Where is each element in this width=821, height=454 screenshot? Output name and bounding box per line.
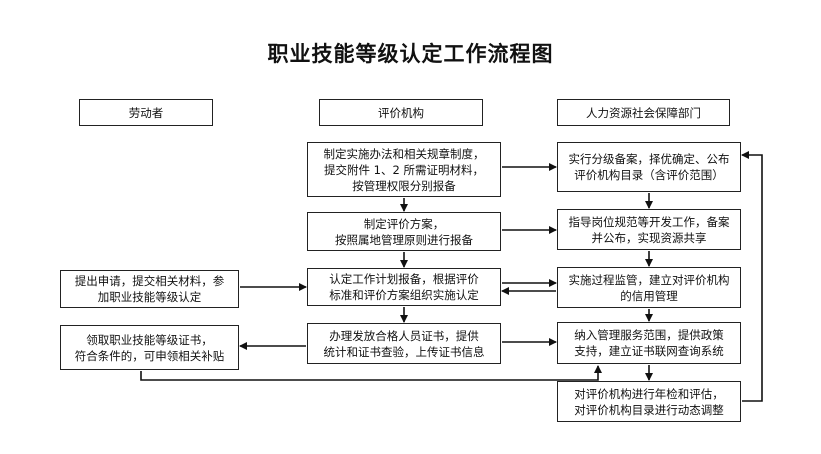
hr-step-1-text: 实行分级备案，择优确定、公布 评价机构目录（含评价范围） bbox=[568, 152, 730, 182]
agency-step-3: 认定工作计划报备，根据评价 标准和评价方案组织实施认定 bbox=[307, 268, 501, 306]
hr-step-1: 实行分级备案，择优确定、公布 评价机构目录（含评价范围） bbox=[557, 142, 741, 192]
agency-step-2: 制定评价方案， 按照属地管理原则进行报备 bbox=[307, 212, 501, 251]
hr-step-3-text: 实施过程监管，建立对评价机构 的信用管理 bbox=[568, 272, 730, 303]
agency-step-3-text: 认定工作计划报备，根据评价 标准和评价方案组织实施认定 bbox=[329, 272, 479, 302]
hr-step-5: 对评价机构进行年检和评估， 对评价机构目录进行动态调整 bbox=[557, 381, 741, 422]
agency-step-4-text: 办理发放合格人员证书，提供 统计和证书查验，上传证书信息 bbox=[323, 328, 485, 359]
header-agency-label: 评价机构 bbox=[378, 105, 424, 120]
agency-step-1: 制定实施办法和相关规章制度， 提交附件 1、2 所需证明材料， 按管理权限分别报… bbox=[307, 142, 501, 197]
worker-step-1: 提出申请，提交相关材料，参 加职业技能等级认定 bbox=[60, 270, 239, 308]
hr-step-4-text: 纳入管理服务范围，提供政策 支持，建立证书联网查询系统 bbox=[574, 328, 724, 358]
header-hr-dept-label: 人力资源社会保障部门 bbox=[586, 105, 701, 120]
header-hr-dept: 人力资源社会保障部门 bbox=[557, 99, 730, 126]
worker-step-2: 领取职业技能等级证书， 符合条件的，可申领相关补贴 bbox=[60, 325, 239, 370]
hr-step-2-text: 指导岗位规范等开发工作，备案 并公布，实现资源共享 bbox=[568, 214, 730, 245]
hr-step-3: 实施过程监管，建立对评价机构 的信用管理 bbox=[557, 267, 741, 308]
worker-step-1-text: 提出申请，提交相关材料，参 加职业技能等级认定 bbox=[74, 274, 225, 304]
arrow-hr5-feedback-to-hr1 bbox=[741, 151, 763, 402]
header-worker-label: 劳动者 bbox=[128, 105, 164, 120]
arrow-worker2-to-hr4 bbox=[140, 365, 602, 381]
hr-step-2: 指导岗位规范等开发工作，备案 并公布，实现资源共享 bbox=[557, 209, 741, 250]
header-worker: 劳动者 bbox=[79, 99, 213, 126]
agency-step-1-text: 制定实施办法和相关规章制度， 提交附件 1、2 所需证明材料， 按管理权限分别报… bbox=[323, 146, 485, 193]
hr-step-4: 纳入管理服务范围，提供政策 支持，建立证书联网查询系统 bbox=[557, 322, 741, 364]
agency-step-4: 办理发放合格人员证书，提供 统计和证书查验，上传证书信息 bbox=[307, 323, 501, 364]
header-agency: 评价机构 bbox=[319, 99, 483, 126]
agency-step-2-text: 制定评价方案， 按照属地管理原则进行报备 bbox=[335, 216, 473, 247]
hr-step-5-text: 对评价机构进行年检和评估， 对评价机构目录进行动态调整 bbox=[574, 386, 724, 417]
worker-step-2-text: 领取职业技能等级证书， 符合条件的，可申领相关补贴 bbox=[74, 332, 225, 363]
page-title: 职业技能等级认定工作流程图 bbox=[267, 42, 554, 66]
